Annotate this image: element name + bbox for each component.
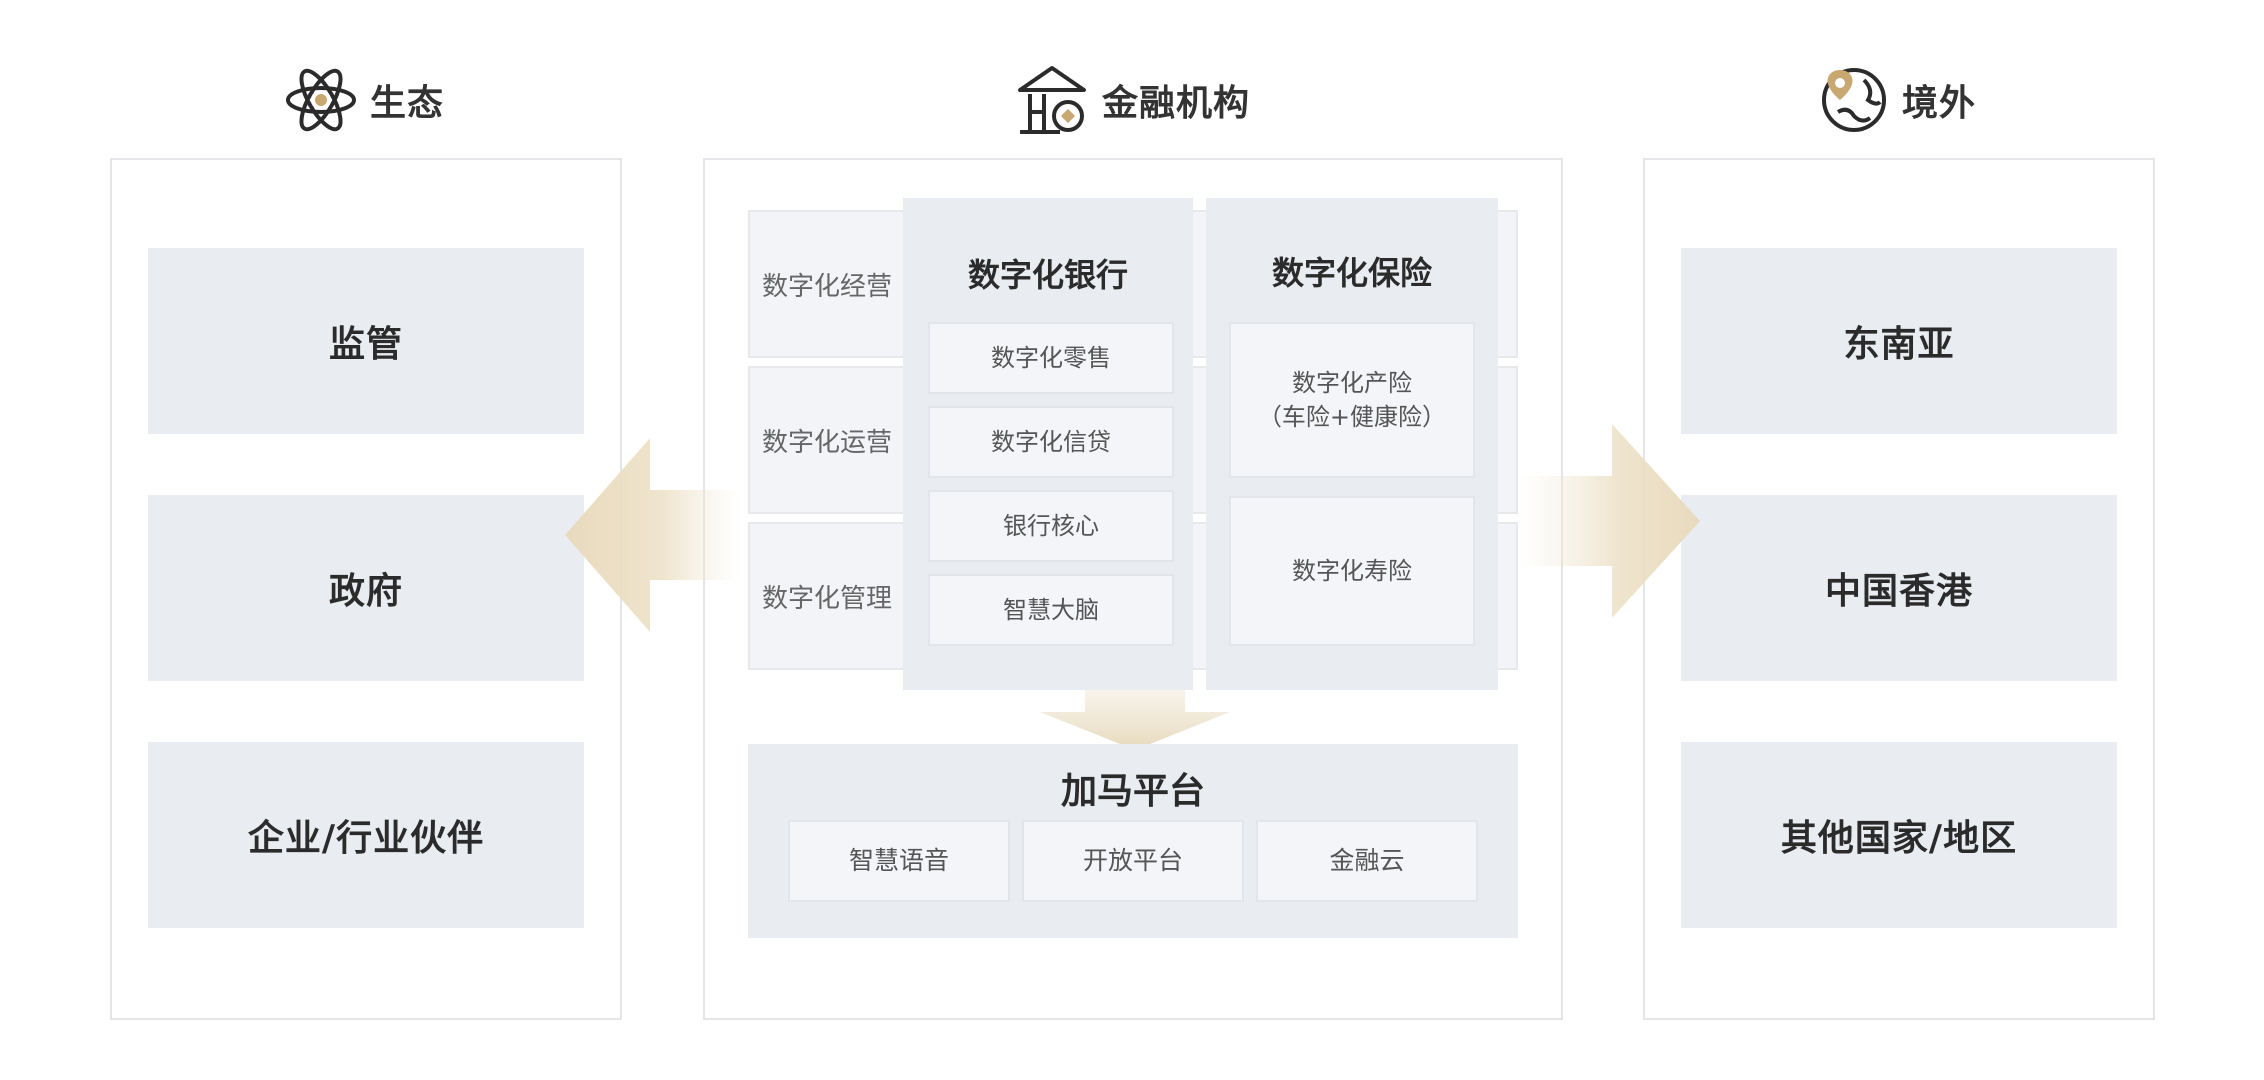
down-arrow-icon	[1040, 680, 1230, 750]
platform-item-cloud: 金融云	[1256, 820, 1478, 902]
row-label-operation: 数字化经营	[762, 271, 893, 302]
row-label-ops: 数字化运营	[762, 427, 893, 458]
insurance-item-property-line2: （车险+健康险）	[1257, 403, 1447, 431]
bank-item-smart-brain: 智慧大脑	[928, 574, 1174, 646]
insurance-item-life: 数字化寿险	[1229, 496, 1475, 646]
overseas-title: 境外	[1902, 83, 1977, 124]
bank-item-core: 银行核心	[928, 490, 1174, 562]
digital-insurance-title: 数字化保险	[1271, 254, 1432, 292]
ecosystem-item-partners: 企业/行业伙伴	[148, 742, 584, 928]
ecosystem-title: 生态	[370, 83, 445, 124]
ecosystem-item-government: 政府	[148, 495, 584, 681]
financial-title: 金融机构	[1102, 83, 1251, 124]
ecosystem-header: 生态	[286, 62, 444, 138]
platform-item-open: 开放平台	[1022, 820, 1244, 902]
bank-building-icon	[1018, 66, 1086, 134]
insurance-item-property: 数字化产险 （车险+健康险）	[1229, 322, 1475, 478]
bank-item-credit: 数字化信贷	[928, 406, 1174, 478]
insurance-item-property-line1: 数字化产险	[1292, 369, 1412, 397]
financial-header: 金融机构	[1016, 64, 1250, 136]
overseas-item-hong-kong: 中国香港	[1681, 495, 2117, 681]
ecosystem-item-regulation: 监管	[148, 248, 584, 434]
row-label-management: 数字化管理	[762, 583, 893, 614]
overseas-header: 境外	[1820, 66, 1976, 134]
right-arrow-icon	[1520, 424, 1700, 618]
overseas-item-other-regions: 其他国家/地区	[1681, 742, 2117, 928]
atom-icon	[286, 68, 356, 132]
bank-item-retail: 数字化零售	[928, 322, 1174, 394]
globe-location-icon	[1822, 68, 1886, 132]
digital-bank-title: 数字化银行	[967, 256, 1128, 294]
platform-item-voice: 智慧语音	[788, 820, 1010, 902]
left-arrow-icon	[565, 438, 740, 632]
overseas-item-southeast-asia: 东南亚	[1681, 248, 2117, 434]
platform-title: 加马平台	[1060, 771, 1205, 812]
